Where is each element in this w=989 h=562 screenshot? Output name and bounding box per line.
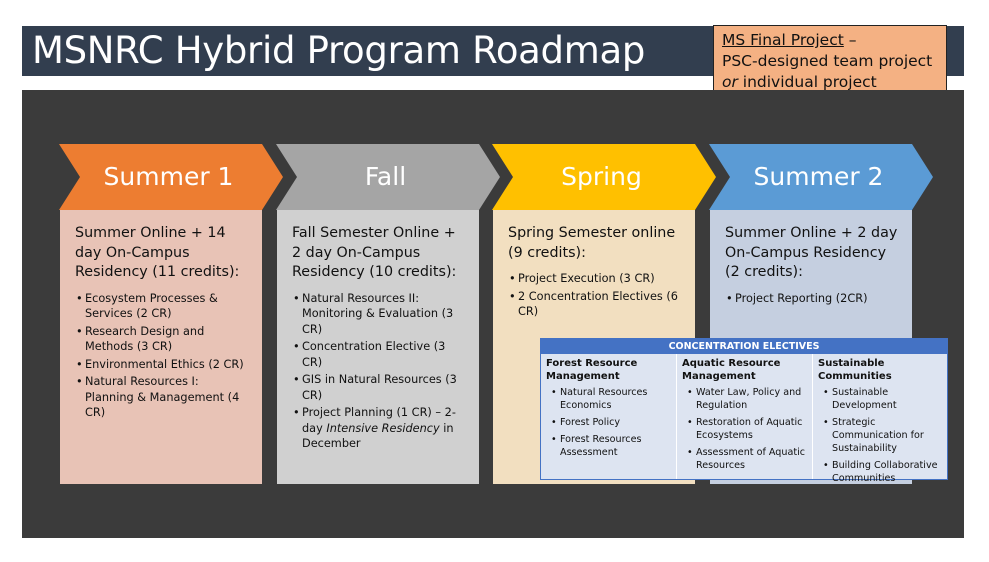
course-item-text-end: in December	[302, 421, 454, 451]
concentration-title: CONCENTRATION ELECTIVES	[541, 339, 947, 354]
concentration-heading: Forest Resource Management	[546, 358, 638, 382]
elective-item: Sustainable Development	[823, 386, 943, 412]
final-project-label: MS Final Project	[722, 31, 844, 49]
chevron-fall	[276, 144, 500, 210]
chevron-summer1	[59, 144, 283, 210]
phase-column-summer1: Summer Online + 14 day On-Campus Residen…	[60, 210, 262, 484]
phase-label-summer1: Summer 1	[103, 162, 234, 191]
phase-heading: Summer Online + 2 day On-Campus Residenc…	[725, 225, 898, 280]
course-item: Environmental Ethics (2 CR)	[76, 357, 250, 373]
course-list: Ecosystem Processes & Services (2 CR) Re…	[75, 291, 250, 421]
course-item: Project Execution (3 CR)	[509, 271, 683, 287]
elective-item: Forest Policy	[551, 416, 672, 429]
chevron-spring	[492, 144, 716, 210]
final-project-line3: individual project	[737, 73, 877, 91]
concentration-column-forest: Forest Resource Management Natural Resou…	[541, 354, 677, 479]
course-list: Project Reporting (2CR)	[725, 291, 900, 307]
course-item: Ecosystem Processes & Services (2 CR)	[76, 291, 250, 322]
elective-item: Forest Resources Assessment	[551, 433, 672, 459]
course-item: GIS in Natural Resources (3 CR)	[293, 372, 467, 403]
phase-heading: Summer Online + 14 day On-Campus Residen…	[75, 225, 240, 280]
concentration-heading: Sustainable Communities	[818, 358, 892, 382]
course-item: Project Reporting (2CR)	[726, 291, 900, 307]
course-list: Project Execution (3 CR) 2 Concentration…	[508, 271, 683, 320]
course-item: 2 Concentration Electives (6 CR)	[509, 289, 683, 320]
page-title: MSNRC Hybrid Program Roadmap	[32, 29, 646, 72]
course-list: Natural Resources II: Monitoring & Evalu…	[292, 291, 467, 452]
elective-item: Assessment of Aquatic Resources	[687, 446, 808, 472]
phase-heading: Spring Semester online (9 credits):	[508, 225, 676, 261]
concentration-column-aquatic: Aquatic Resource Management Water Law, P…	[677, 354, 813, 479]
final-project-box: MS Final Project – PSC-designed team pro…	[713, 25, 947, 100]
concentration-column-sustainable: Sustainable Communities Sustainable Deve…	[813, 354, 947, 484]
concentration-heading: Aquatic Resource Management	[682, 358, 781, 382]
elective-item: Restoration of Aquatic Ecosystems	[687, 416, 808, 442]
concentration-electives-table: CONCENTRATION ELECTIVES Forest Resource …	[540, 338, 948, 484]
phase-label-spring: Spring	[561, 162, 642, 191]
course-item-emphasis: Intensive Residency	[326, 421, 440, 435]
phase-label-fall: Fall	[364, 162, 407, 191]
elective-item: Building Collaborative Communities	[823, 459, 943, 485]
final-project-line2: PSC-designed team project	[722, 52, 933, 70]
elective-item: Water Law, Policy and Regulation	[687, 386, 808, 412]
course-item: Natural Resources II: Monitoring & Evalu…	[293, 291, 467, 338]
course-item-text: Project Planning (1 CR) – 2-day	[302, 406, 456, 435]
chevron-summer2	[709, 144, 933, 210]
phase-heading: Fall Semester Online + 2 day On-Campus R…	[292, 225, 457, 280]
elective-item: Strategic Communication for Sustainabili…	[823, 416, 943, 455]
final-project-or: or	[722, 73, 738, 91]
course-item: Research Design and Methods (3 CR)	[76, 324, 250, 355]
course-item: Project Planning (1 CR) – 2-day Intensiv…	[293, 405, 467, 452]
phase-column-fall: Fall Semester Online + 2 day On-Campus R…	[277, 210, 479, 484]
phase-label-summer2: Summer 2	[753, 162, 884, 191]
course-item: Concentration Elective (3 CR)	[293, 339, 467, 370]
elective-item: Natural Resources Economics	[551, 386, 672, 412]
final-project-dash: –	[843, 31, 857, 49]
course-item: Natural Resources I: Planning & Manageme…	[76, 374, 250, 421]
